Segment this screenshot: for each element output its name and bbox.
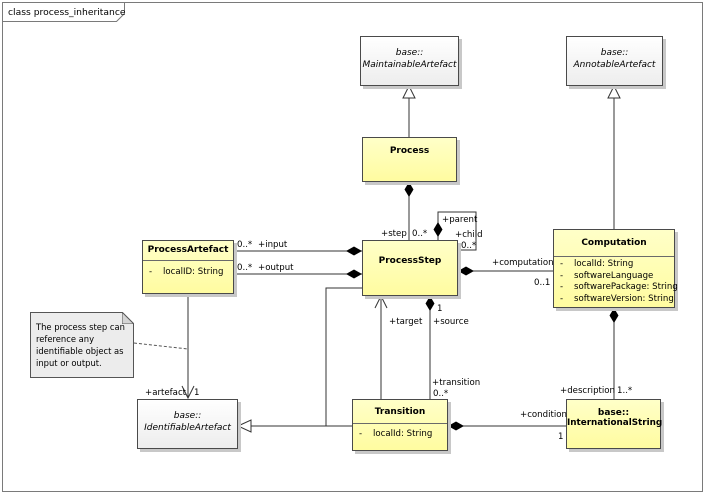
note-anchor [133, 342, 189, 350]
label-condition: +condition [520, 410, 567, 420]
condition-diamond [448, 421, 464, 431]
label-description-mult: 1..* [617, 386, 633, 396]
diagram-title: class process_inheritance [8, 7, 126, 18]
attribute-row: -softwareVersion: String [560, 293, 674, 304]
attribute-compartment: -localId: String -softwareLanguage -soft… [554, 256, 678, 305]
processstep-generalization-line [251, 287, 362, 427]
computation-generalization-arrow [607, 84, 621, 99]
parent-diamond [433, 222, 443, 237]
label-child-mult: 0..* [461, 241, 477, 251]
class-stereotype: base:: [395, 48, 424, 58]
input-diamond [346, 246, 362, 256]
label-source-mult: 1 [437, 304, 443, 314]
label-child: +child [455, 230, 483, 240]
label-step: +step [381, 229, 407, 239]
artefact-arrowhead [181, 385, 195, 400]
source-diamond [425, 296, 435, 311]
label-transition-mult: 0..* [433, 389, 449, 399]
class-process-step[interactable]: ProcessStep [362, 240, 458, 296]
class-name: AnnotableArtefact [573, 60, 656, 70]
label-computation: +computation [492, 258, 554, 268]
computation-diamond [458, 266, 474, 276]
label-artefact: +artefact [145, 388, 187, 398]
attribute-compartment: -localId: String [353, 423, 447, 441]
class-name: ProcessArtefact [147, 245, 229, 255]
process-generalization-arrow [402, 84, 416, 99]
class-international-string[interactable]: base:: InternationalString [566, 399, 663, 449]
attribute-row: -localId: String [560, 259, 634, 269]
class-transition[interactable]: Transition -localId: String [352, 399, 448, 451]
class-process-artefact[interactable]: ProcessArtefact -localID: String [142, 240, 234, 294]
label-condition-mult: 1 [558, 432, 564, 442]
label-output: +output [258, 263, 294, 273]
attribute-row: -softwareLanguage [560, 270, 654, 281]
label-input-mult: 0..* [237, 240, 253, 250]
attribute-compartment: -localID: String [143, 260, 233, 279]
target-arrowhead [374, 294, 388, 309]
class-maintainable-artefact[interactable]: base:: MaintainableArtefact [360, 36, 459, 86]
label-step-mult: 0..* [412, 229, 428, 239]
label-artefact-mult: 1 [194, 388, 200, 398]
class-stereotype: base:: [600, 48, 629, 58]
class-stereotype: base:: [173, 411, 202, 421]
attribute-row: -softwarePackage: String [560, 282, 678, 292]
class-stereotype: base:: [597, 408, 630, 418]
label-parent: +parent [442, 215, 478, 225]
class-identifiable-artefact[interactable]: base:: IdentifiableArtefact [137, 399, 238, 449]
attribute-row: -localID: String [149, 267, 224, 277]
class-annotable-artefact[interactable]: base:: AnnotableArtefact [566, 36, 663, 86]
note: The process step can reference any ident… [30, 312, 134, 378]
label-target: +target [389, 317, 423, 327]
label-output-mult: 0..* [237, 263, 253, 273]
class-name: Transition [374, 407, 426, 417]
class-name: MaintainableArtefact [362, 60, 457, 70]
process-step-diamond [404, 182, 414, 197]
label-source: +source [433, 317, 469, 327]
class-computation[interactable]: Computation -localId: String -softwareLa… [553, 229, 678, 308]
attribute-row: -localId: String [359, 429, 433, 439]
label-description: +description [560, 386, 615, 396]
label-input: +input [258, 240, 288, 250]
label-transition: +transition [432, 378, 481, 388]
class-process[interactable]: Process [362, 137, 457, 182]
class-name: IdentifiableArtefact [144, 423, 231, 433]
class-name: InternationalString [567, 418, 663, 428]
output-diamond [346, 269, 362, 279]
class-name: Process [389, 146, 430, 156]
label-computation-mult: 0..1 [534, 278, 551, 288]
identifiable-generalization-arrow [236, 419, 252, 433]
description-diamond [609, 308, 619, 323]
note-fold-corner [122, 312, 134, 324]
frame-tab [2, 2, 125, 22]
class-name: ProcessStep [378, 256, 442, 266]
class-name: Computation [581, 238, 647, 248]
parent-child-association [437, 211, 477, 251]
